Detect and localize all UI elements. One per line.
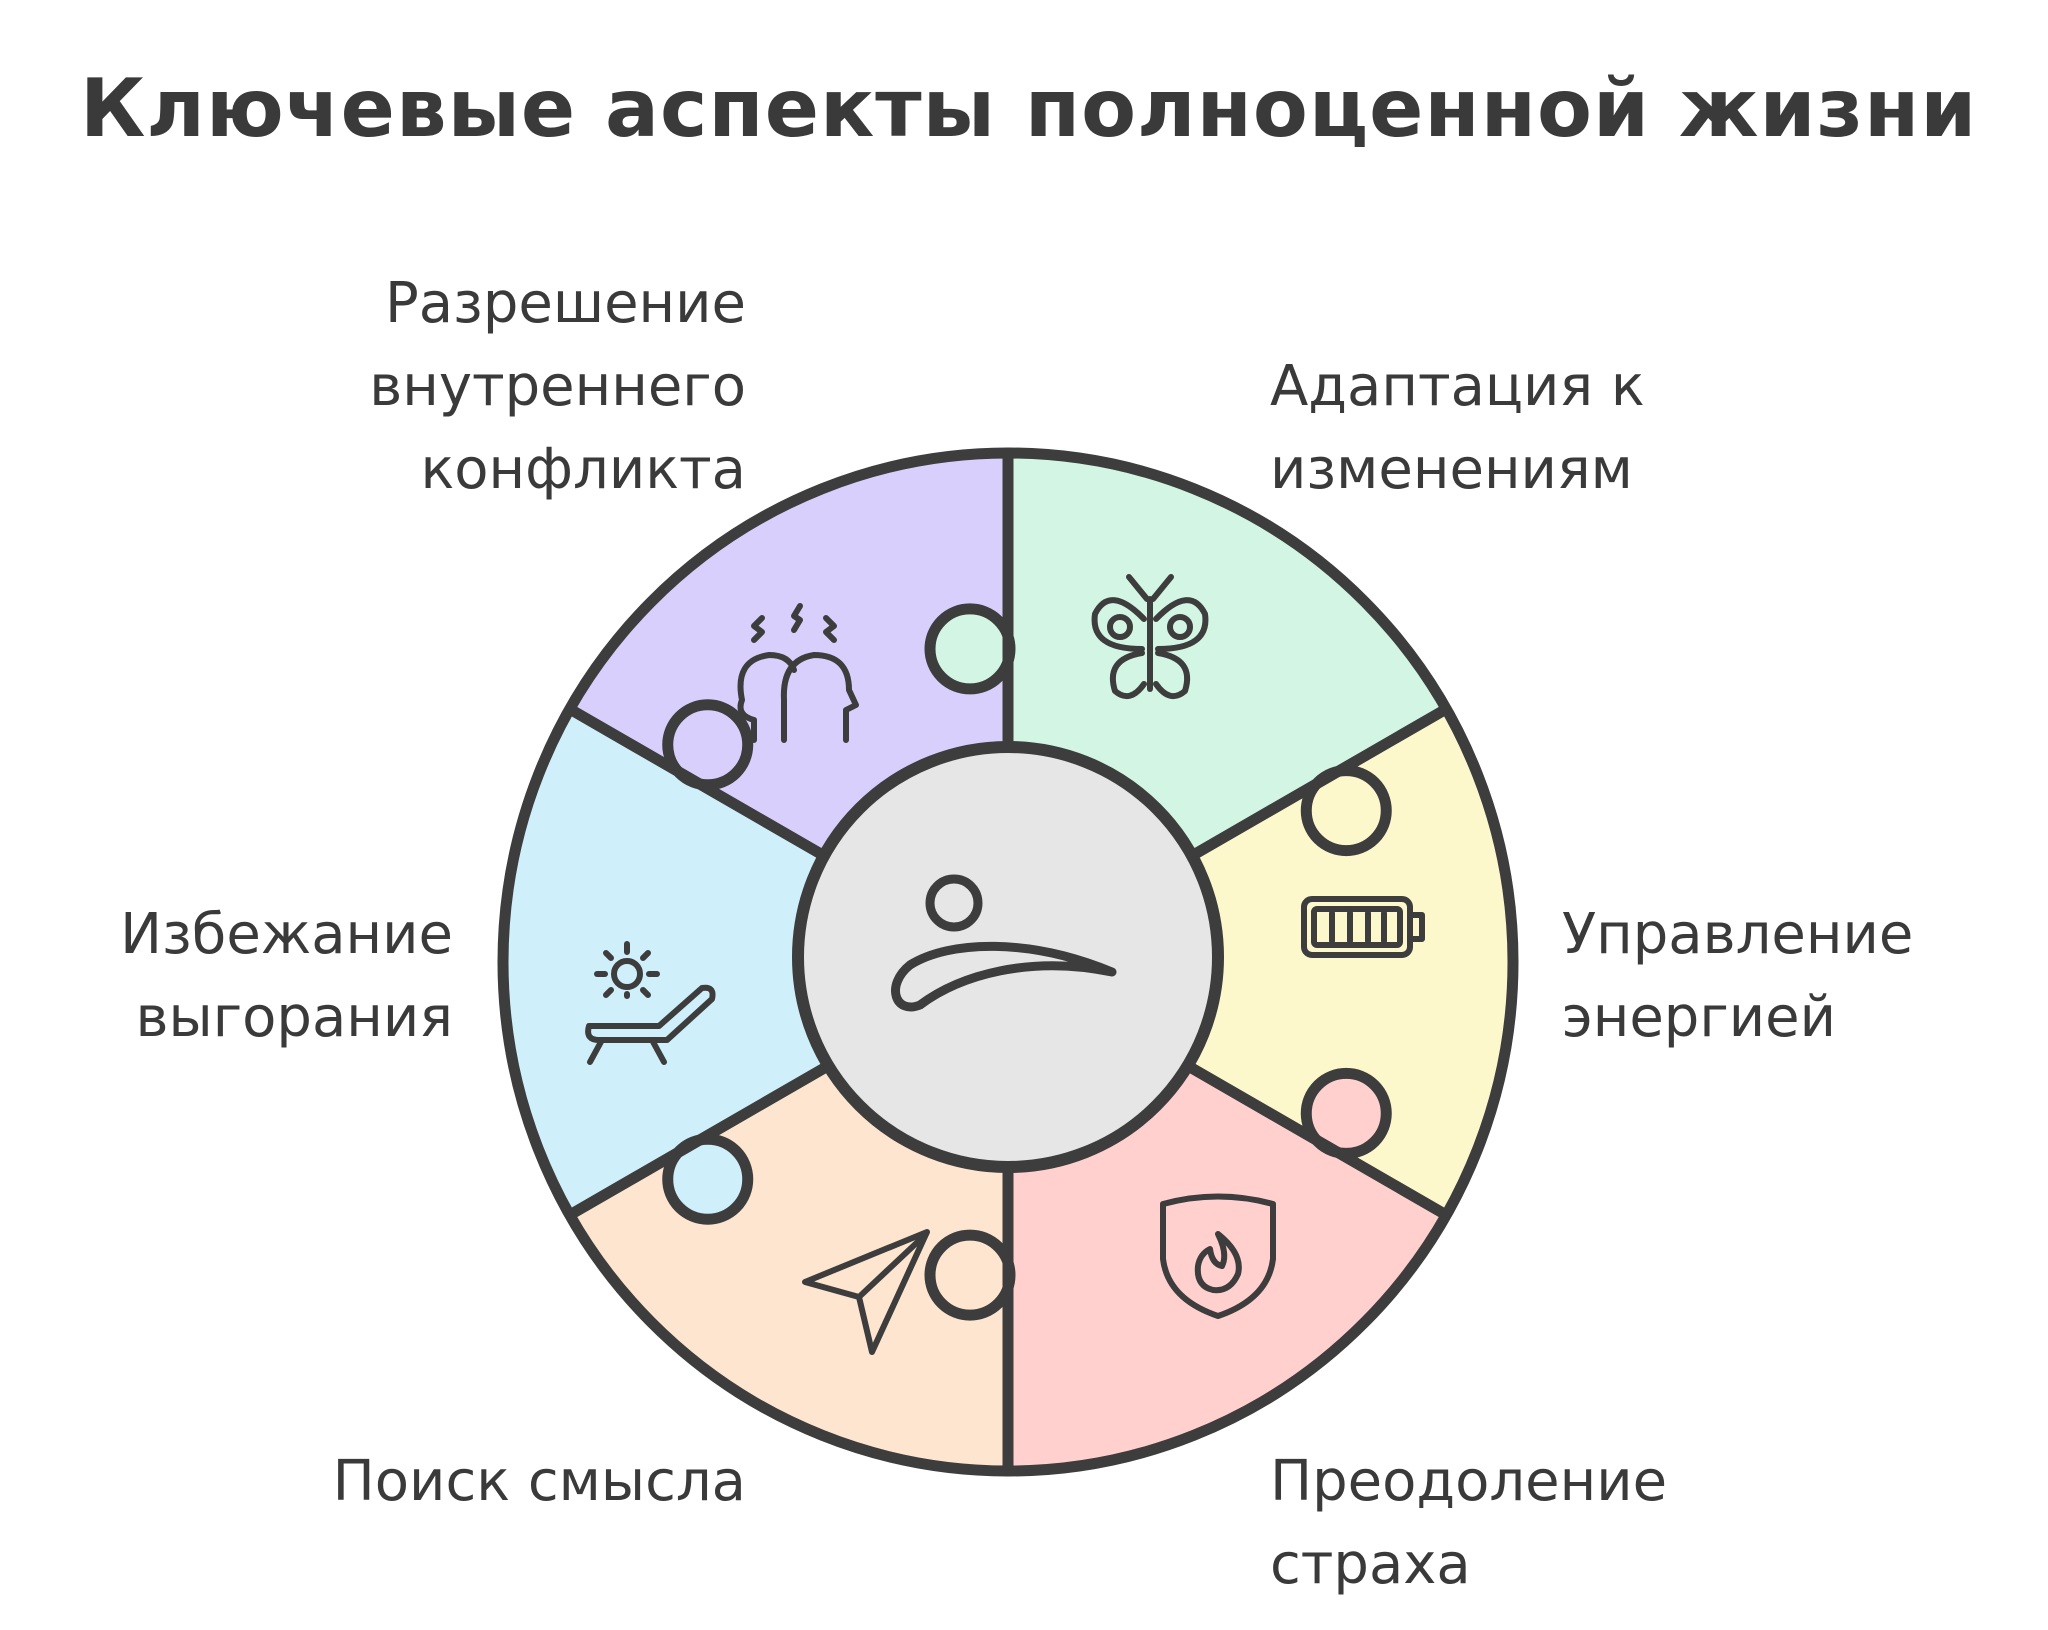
center-circle bbox=[792, 741, 1224, 1173]
segment-energy bbox=[1189, 709, 1513, 1215]
sun-lounger-icon bbox=[585, 941, 716, 1065]
battery-icon bbox=[1301, 896, 1425, 958]
label-line: конфликта bbox=[420, 437, 746, 502]
label-line: страха bbox=[1270, 1532, 1471, 1597]
label-line: Разрешение bbox=[384, 271, 746, 336]
label-line: выгорания bbox=[135, 985, 453, 1050]
label-line: Поиск смысла bbox=[332, 1449, 746, 1514]
label-line: Преодоление bbox=[1270, 1449, 1668, 1514]
label-burnout: Избежание выгорания bbox=[120, 893, 453, 1059]
label-meaning: Поиск смысла bbox=[333, 1440, 746, 1523]
segment-divider bbox=[1184, 704, 1451, 863]
label-line: изменениям bbox=[1270, 437, 1633, 502]
face-eye bbox=[925, 874, 983, 932]
puzzle-knob bbox=[924, 603, 1016, 695]
label-energy: Управление энергией bbox=[1562, 893, 1913, 1059]
conflict-heads-icon bbox=[737, 603, 859, 743]
diagram-title: Ключевые аспекты полноценной жизни bbox=[80, 62, 1978, 155]
label-line: Управление bbox=[1562, 902, 1914, 967]
segment-divider bbox=[565, 1061, 832, 1220]
segment-burnout bbox=[503, 709, 827, 1215]
paper-plane-icon bbox=[802, 1229, 930, 1355]
butterfly-icon bbox=[1091, 574, 1209, 700]
sad-face-icon bbox=[891, 874, 1117, 1012]
label-conflict: Разрешение внутреннего конфликта bbox=[369, 262, 746, 511]
outer-ring bbox=[497, 447, 1519, 1477]
label-fear: Преодоление страха bbox=[1270, 1440, 1667, 1606]
label-line: внутреннего bbox=[369, 354, 746, 419]
label-line: энергией bbox=[1562, 985, 1837, 1050]
segment-divider bbox=[1184, 1061, 1451, 1220]
label-adaptation: Адаптация к изменениям bbox=[1270, 345, 1645, 511]
label-line: Адаптация к bbox=[1270, 354, 1645, 419]
shield-flame-icon bbox=[1160, 1193, 1276, 1319]
segment-divider bbox=[565, 704, 832, 863]
face-mouth bbox=[891, 941, 1117, 1012]
segment-fear bbox=[1008, 1067, 1446, 1467]
segment-adaptation bbox=[1008, 457, 1446, 857]
puzzle-knob bbox=[924, 1229, 1016, 1321]
label-line: Избежание bbox=[120, 902, 453, 967]
